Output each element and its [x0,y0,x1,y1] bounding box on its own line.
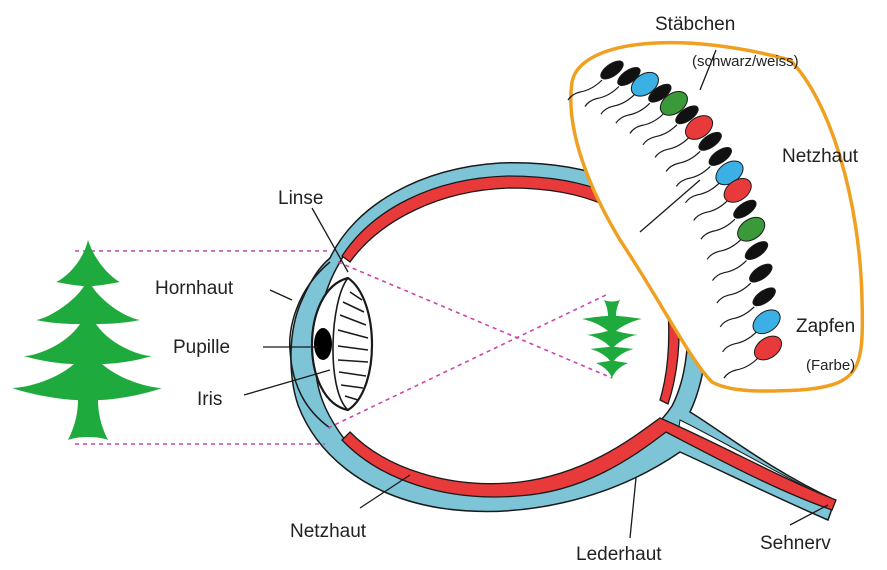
label-linse: Linse [278,188,323,209]
label-sehnerv: Sehnerv [760,533,831,554]
label-netzhaut-right: Netzhaut [782,146,859,167]
label-lederhaut: Lederhaut [576,544,662,565]
label-zapfen: Zapfen [796,316,855,337]
leader-hornhaut [270,290,292,300]
label-netzhaut-bottom: Netzhaut [290,521,367,542]
pupil [314,328,332,360]
tree-object [12,240,162,440]
label-farbe: (Farbe) [806,357,855,374]
label-schwarz-weiss: (schwarz/weiss) [692,53,799,70]
leader-lederhaut [630,478,636,538]
label-staebchen: Stäbchen [655,14,735,35]
label-iris: Iris [197,389,222,410]
label-hornhaut: Hornhaut [155,278,234,299]
label-pupille: Pupille [173,337,230,358]
